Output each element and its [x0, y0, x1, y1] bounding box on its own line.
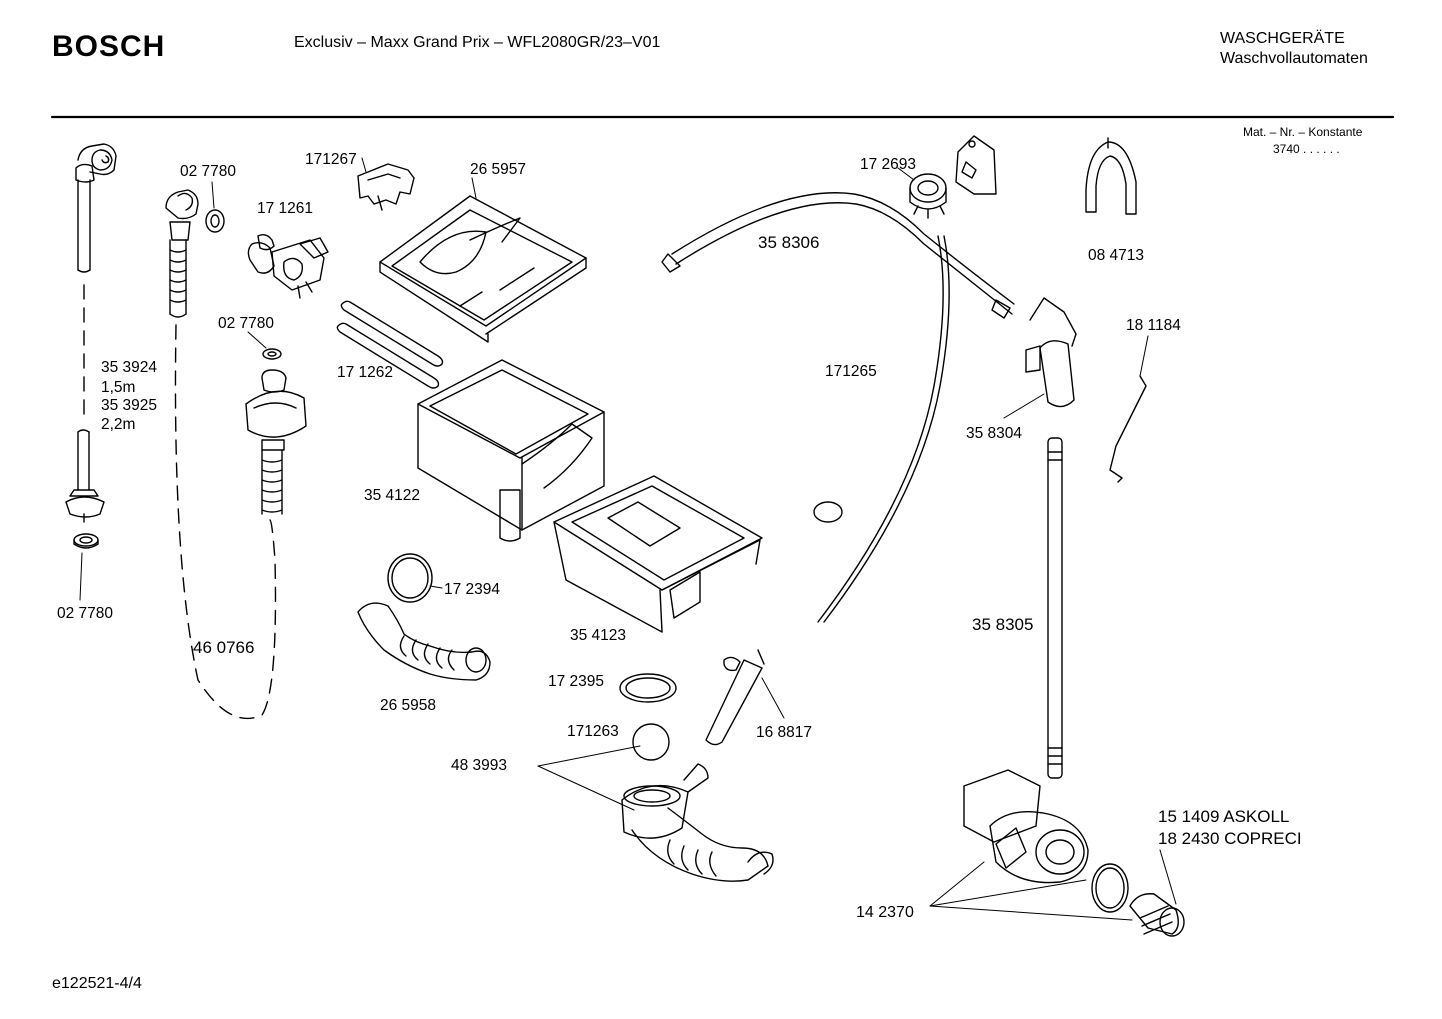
- part-label-027780-a: 02 7780: [57, 605, 114, 622]
- leader-171267: [361, 157, 367, 173]
- o-ring-172395: [619, 673, 677, 703]
- mat-nr-value: 3740 . . . . . .: [1273, 142, 1340, 156]
- hose-358305: [1047, 437, 1063, 779]
- leader-265957: [471, 177, 477, 199]
- part-label-172394: 17 2394: [444, 581, 501, 598]
- air-chamber-358304: [1025, 297, 1077, 408]
- inlet-hose-2: [165, 189, 199, 318]
- hose-bracket-084713: [1085, 137, 1137, 215]
- category-line2: Waschvollautomaten: [1220, 50, 1368, 67]
- document-id: e122521-4/4: [52, 975, 142, 992]
- category-line1: WASCHGERÄTE: [1220, 30, 1345, 47]
- sump-483993: [621, 763, 774, 882]
- solenoid-valve: [247, 233, 329, 299]
- part-label-358304: 35 8304: [966, 425, 1023, 442]
- ntc-sensor-168817: [705, 649, 765, 746]
- part-label-151409-askoll: 15 1409 ASKOLL: [1158, 807, 1290, 826]
- clip-part-171267: [357, 163, 415, 211]
- part-label-172395: 17 2395: [548, 673, 605, 690]
- inlet-hose-elbow: [75, 143, 117, 273]
- drawer-cover-265957: [379, 195, 587, 343]
- part-label-265957: 26 5957: [470, 161, 527, 178]
- leader-168817: [761, 677, 785, 719]
- model-title: Exclusiv – Maxx Grand Prix – WFL2080GR/2…: [294, 34, 661, 51]
- part-label-182430-copreci: 18 2430 COPRECI: [1158, 829, 1302, 848]
- part-label-460766: 46 0766: [193, 638, 255, 657]
- water-inlet-fitting: [245, 348, 307, 515]
- part-label-483993: 48 3993: [451, 757, 508, 774]
- part-label-354122: 35 4122: [364, 487, 421, 504]
- part-label-171267: 171267: [305, 151, 357, 168]
- part-label-length2: 2,2m: [101, 416, 136, 433]
- part-label-168817: 16 8817: [756, 724, 813, 741]
- bellow-hose-265958: [357, 602, 491, 681]
- pump-filter: [1129, 893, 1185, 937]
- part-label-265958: 26 5958: [380, 697, 437, 714]
- part-label-172693: 17 2693: [860, 156, 917, 173]
- mounting-bracket: [955, 135, 997, 195]
- part-label-171263: 171263: [567, 723, 619, 740]
- float-ball-171263: [632, 723, 670, 761]
- part-label-027780-b: 02 7780: [180, 163, 237, 180]
- part-label-353924: 35 3924: [101, 359, 158, 376]
- leader-027780-c: [247, 331, 267, 349]
- part-label-358306: 35 8306: [758, 233, 820, 252]
- hose-358306: [661, 192, 1015, 319]
- pump-seal-ring: [1091, 863, 1129, 913]
- drawer-housing-354122: [417, 359, 605, 542]
- mat-nr-label: Mat. – Nr. – Konstante: [1243, 125, 1363, 139]
- wire-bracket-181184: [1109, 375, 1147, 483]
- seal-strip-171262: [336, 300, 444, 389]
- leader-027780-b: [211, 181, 215, 209]
- o-ring-172394: [387, 553, 433, 603]
- part-label-084713: 08 4713: [1088, 247, 1145, 264]
- drain-pump: [963, 769, 1089, 884]
- part-label-171262: 17 1262: [337, 364, 394, 381]
- drain-hose-dashed-loop: [174, 324, 277, 720]
- part-label-142370: 14 2370: [856, 904, 914, 921]
- seal-ring-b: [205, 209, 225, 233]
- leader-142370: [929, 861, 1133, 921]
- pressure-switch-172693: [909, 173, 947, 219]
- seal-ring-a: [73, 533, 99, 549]
- leader-358304: [1003, 393, 1045, 419]
- leader-483993: [537, 745, 641, 811]
- part-label-353925: 35 3925: [101, 397, 158, 414]
- leader-pump-brand: [1159, 849, 1177, 905]
- part-label-length1: 1,5m: [101, 379, 136, 396]
- leader-172394: [429, 585, 443, 589]
- pressure-hose-171265: [813, 235, 950, 623]
- leader-181184: [1139, 335, 1149, 377]
- part-label-171261: 17 1261: [257, 200, 314, 217]
- part-label-171265: 171265: [825, 363, 877, 380]
- part-label-181184: 18 1184: [1126, 317, 1181, 334]
- detergent-drawer-354123: [553, 475, 763, 633]
- part-label-354123: 35 4123: [570, 627, 627, 644]
- leader-027780-a: [79, 552, 83, 601]
- part-label-358305: 35 8305: [972, 615, 1034, 634]
- leader-172693: [897, 167, 915, 181]
- part-label-027780-c: 02 7780: [218, 315, 275, 332]
- inlet-hose-end: [65, 429, 105, 523]
- brand-logo: BOSCH: [52, 30, 166, 63]
